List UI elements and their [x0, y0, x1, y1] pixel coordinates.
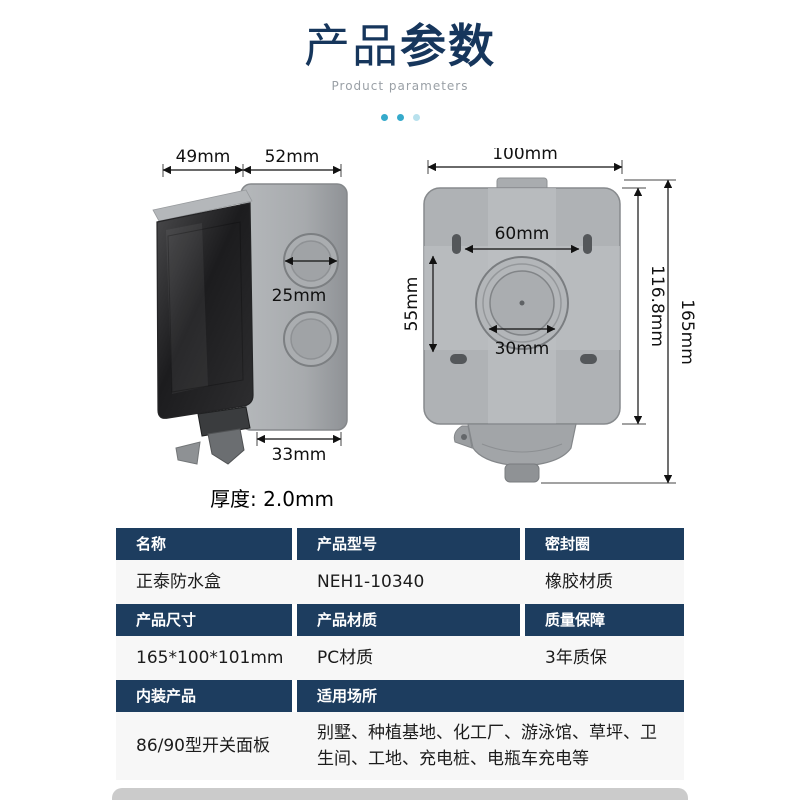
- carousel-dot-1[interactable]: [380, 114, 388, 122]
- spec-value-name: 正泰防水盒: [116, 560, 297, 604]
- lid-clip: [175, 441, 201, 465]
- spec-header-model: 产品型号: [297, 528, 525, 560]
- spec-value-row-1: 正泰防水盒 NEH1-10340 橡胶材质: [116, 560, 684, 604]
- spec-header-material: 产品材质: [297, 604, 525, 636]
- side-view-box-body: [240, 183, 348, 431]
- bottom-flap-tab: [504, 463, 540, 483]
- spec-header-row-3: 内装产品 适用场所: [116, 680, 684, 712]
- mount-slot-bottom-right: [580, 354, 597, 364]
- dim-label-100mm: 100mm: [492, 148, 558, 164]
- spec-header-applicable-places: 适用场所: [297, 680, 684, 712]
- lid-buckle: [207, 428, 245, 465]
- spec-header-size: 产品尺寸: [116, 604, 297, 636]
- spec-value-model: NEH1-10340: [297, 560, 525, 604]
- carousel-dots: [0, 114, 800, 122]
- spec-header-name: 名称: [116, 528, 297, 560]
- side-view-illustration: 49mm 52mm 25mm 33mm 厚度: 2.0mm: [152, 148, 348, 511]
- spec-header-warranty: 质量保障: [525, 604, 684, 636]
- front-view-illustration: 100mm 60mm 55mm 30mm 116.8mm 165mm: [402, 148, 697, 484]
- dim-label-52mm: 52mm: [265, 148, 320, 167]
- lid-latch: [197, 406, 251, 437]
- page-header: 产品参数 Product parameters: [0, 0, 800, 122]
- product-dimension-figures: 49mm 52mm 25mm 33mm 厚度: 2.0mm: [152, 148, 697, 511]
- dim-label-165mm: 165mm: [677, 299, 697, 365]
- lid-smoked-window: [156, 202, 254, 419]
- flap-ear-hole: [461, 434, 467, 440]
- next-section-edge: [112, 788, 688, 800]
- mount-slot-bottom-left: [450, 354, 467, 364]
- spec-header-row-2: 产品尺寸 产品材质 质量保障: [116, 604, 684, 636]
- spec-header-row-1: 名称 产品型号 密封圈: [116, 528, 684, 560]
- spec-table: 名称 产品型号 密封圈 正泰防水盒 NEH1-10340 橡胶材质 产品尺寸 产…: [116, 528, 684, 780]
- spec-value-size: 165*100*101mm: [116, 636, 297, 680]
- thickness-label: 厚度: 2.0mm: [210, 487, 334, 511]
- page-title: 产品参数: [0, 22, 800, 70]
- page-subtitle: Product parameters: [331, 79, 469, 94]
- spec-value-material: PC材质: [297, 636, 525, 680]
- dim-label-30mm: 30mm: [495, 339, 550, 359]
- spec-value-warranty: 3年质保: [525, 636, 684, 680]
- spec-value-row-3: 86/90型开关面板 别墅、种植基地、化工厂、游泳馆、草坪、卫生间、工地、充电桩…: [116, 712, 684, 780]
- dim-label-60mm: 60mm: [495, 224, 550, 244]
- dim-label-25mm: 25mm: [272, 286, 327, 306]
- dim-label-55mm: 55mm: [402, 277, 422, 332]
- dim-label-33mm: 33mm: [272, 445, 327, 465]
- lid-top-rim: [152, 189, 253, 222]
- dim-label-49mm: 49mm: [176, 148, 231, 167]
- spec-value-row-2: 165*100*101mm PC材质 3年质保: [116, 636, 684, 680]
- carousel-dot-2[interactable]: [396, 114, 404, 122]
- spec-header-inner-product: 内装产品: [116, 680, 297, 712]
- mount-slot-top-right: [583, 234, 592, 254]
- page-title-bold: 参数: [400, 19, 496, 73]
- dim-label-116.8mm: 116.8mm: [647, 265, 667, 347]
- page-title-regular: 产品: [304, 19, 400, 73]
- spec-value-seal: 橡胶材质: [525, 560, 684, 604]
- mount-slot-top-left: [452, 234, 461, 254]
- spec-value-inner-product: 86/90型开关面板: [116, 712, 297, 780]
- carousel-dot-3[interactable]: [412, 114, 420, 122]
- spec-header-seal: 密封圈: [525, 528, 684, 560]
- spec-value-applicable-places: 别墅、种植基地、化工厂、游泳馆、草坪、卫生间、工地、充电桩、电瓶车充电等: [297, 712, 684, 780]
